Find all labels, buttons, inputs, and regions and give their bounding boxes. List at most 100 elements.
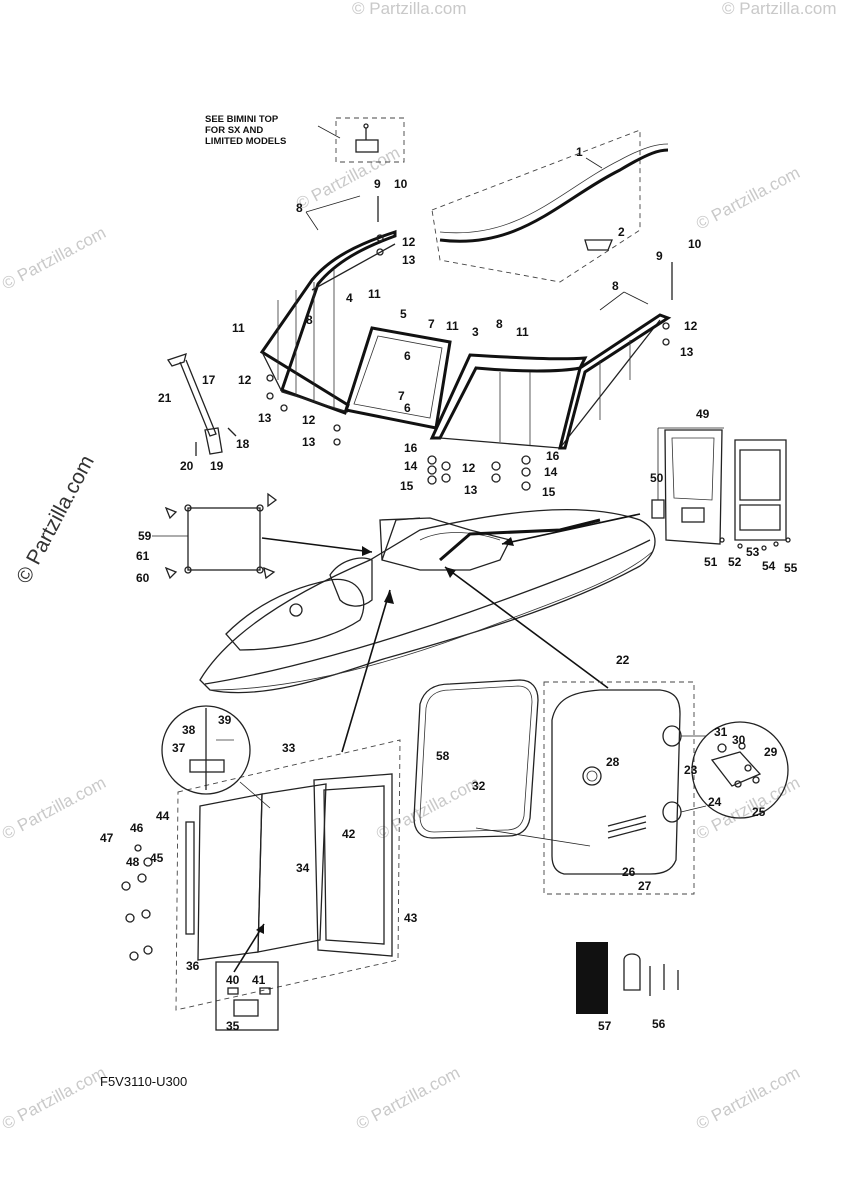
callout-48: 48 (126, 855, 140, 869)
bimini-bracket-icon (355, 123, 379, 153)
callout-51: 51 (704, 555, 718, 569)
callout-47: 47 (100, 831, 114, 845)
callout-9: 9 (656, 249, 663, 263)
watermark-vertical: © Partzilla.com (12, 452, 99, 588)
watermark: © Partzilla.com (0, 223, 109, 294)
callout-32: 32 (472, 779, 486, 793)
callout-26: 26 (622, 865, 636, 879)
callout-8: 8 (306, 313, 313, 327)
callout-42: 42 (342, 827, 356, 841)
callout-11: 11 (368, 287, 381, 301)
callout-57: 57 (598, 1019, 612, 1033)
callout-12: 12 (684, 319, 698, 333)
callout-55: 55 (784, 561, 798, 575)
callout-29: 29 (764, 745, 778, 759)
callout-44: 44 (156, 809, 170, 823)
callout-13: 13 (302, 435, 316, 449)
note-line-1: SEE BIMINI TOP (205, 114, 279, 125)
callout-27: 27 (638, 879, 652, 893)
callout-5: 5 (400, 307, 407, 321)
callout-25: 25 (752, 805, 766, 819)
watermark: © Partzilla.com (373, 773, 483, 844)
watermark: © Partzilla.com (293, 143, 403, 214)
callout-11: 11 (516, 325, 529, 339)
callout-1: 1 (576, 145, 583, 159)
callout-8: 8 (496, 317, 503, 331)
callout-10: 10 (688, 237, 702, 251)
callout-35: 35 (226, 1019, 240, 1033)
callout-40: 40 (226, 973, 240, 987)
windshield-frame-1 (431, 129, 669, 283)
callout-16: 16 (546, 449, 560, 463)
callout-60: 60 (136, 571, 150, 585)
seal-58 (413, 679, 591, 847)
callout-2: 2 (618, 225, 625, 239)
callout-33: 33 (282, 741, 296, 755)
callout-24: 24 (708, 795, 722, 809)
side-panel-49 (651, 427, 791, 551)
callout-12: 12 (402, 235, 416, 249)
callout-30: 30 (732, 733, 746, 747)
callout-23: 23 (684, 763, 698, 777)
note-line-2: FOR SX AND (205, 125, 263, 136)
callout-7: 7 (398, 389, 405, 403)
assembly-arrows (341, 513, 641, 753)
callout-39: 39 (218, 713, 232, 727)
door-assembly-33 (121, 739, 401, 1011)
storage-lid-22 (543, 681, 695, 895)
bimini-note: SEE BIMINI TOP FOR SX AND LIMITED MODELS (205, 114, 405, 163)
callout-3: 3 (472, 325, 479, 339)
cover-strip-57 (576, 942, 608, 1014)
callout-11: 11 (232, 321, 245, 335)
callout-56: 56 (652, 1017, 666, 1031)
callout-46: 46 (130, 821, 144, 835)
callout-17: 17 (202, 373, 216, 387)
callout-12: 12 (302, 413, 316, 427)
watermark: © Partzilla.com (693, 1063, 803, 1134)
callout-15: 15 (542, 485, 556, 499)
callout-20: 20 (180, 459, 194, 473)
callout-14: 14 (404, 459, 418, 473)
callout-58: 58 (436, 749, 450, 763)
callout-28: 28 (606, 755, 620, 769)
callout-38: 38 (182, 723, 196, 737)
callout-6: 6 (404, 401, 411, 415)
grab-handle (166, 353, 237, 456)
callout-41: 41 (252, 973, 266, 987)
callout-14: 14 (544, 465, 558, 479)
callout-18: 18 (236, 437, 250, 451)
callout-54: 54 (762, 559, 776, 573)
windshield-left-panel (259, 229, 397, 415)
callout-12: 12 (238, 373, 252, 387)
callout-31: 31 (714, 725, 728, 739)
callout-13: 13 (402, 253, 416, 267)
callout-11: 11 (446, 319, 459, 333)
callout-4: 4 (346, 291, 353, 305)
callout-19: 19 (210, 459, 224, 473)
callout-59: 59 (138, 529, 152, 543)
callout-13: 13 (464, 483, 478, 497)
watermark: © Partzilla.com (693, 163, 803, 234)
windshield-center-panel (344, 326, 452, 430)
figure-code: F5V3110-U300 (100, 1074, 187, 1089)
callout-61: 61 (136, 549, 150, 563)
latch-detail (161, 705, 271, 809)
frame-clip-2 (584, 239, 613, 251)
callout-50: 50 (650, 471, 664, 485)
callout-37: 37 (172, 741, 186, 755)
callout-43: 43 (404, 911, 418, 925)
hardware-kit-56 (623, 953, 679, 996)
note-line-3: LIMITED MODELS (205, 136, 286, 147)
bimini-detail-box (335, 117, 405, 163)
callout-9: 9 (374, 177, 381, 191)
callout-15: 15 (400, 479, 414, 493)
callout-10: 10 (394, 177, 408, 191)
callout-22: 22 (616, 653, 630, 667)
callout-52: 52 (728, 555, 742, 569)
callout-21: 21 (158, 391, 172, 405)
callout-34: 34 (296, 861, 310, 875)
callout-36: 36 (186, 959, 200, 973)
callout-16: 16 (404, 441, 418, 455)
watermark: © Partzilla.com (352, 0, 467, 18)
